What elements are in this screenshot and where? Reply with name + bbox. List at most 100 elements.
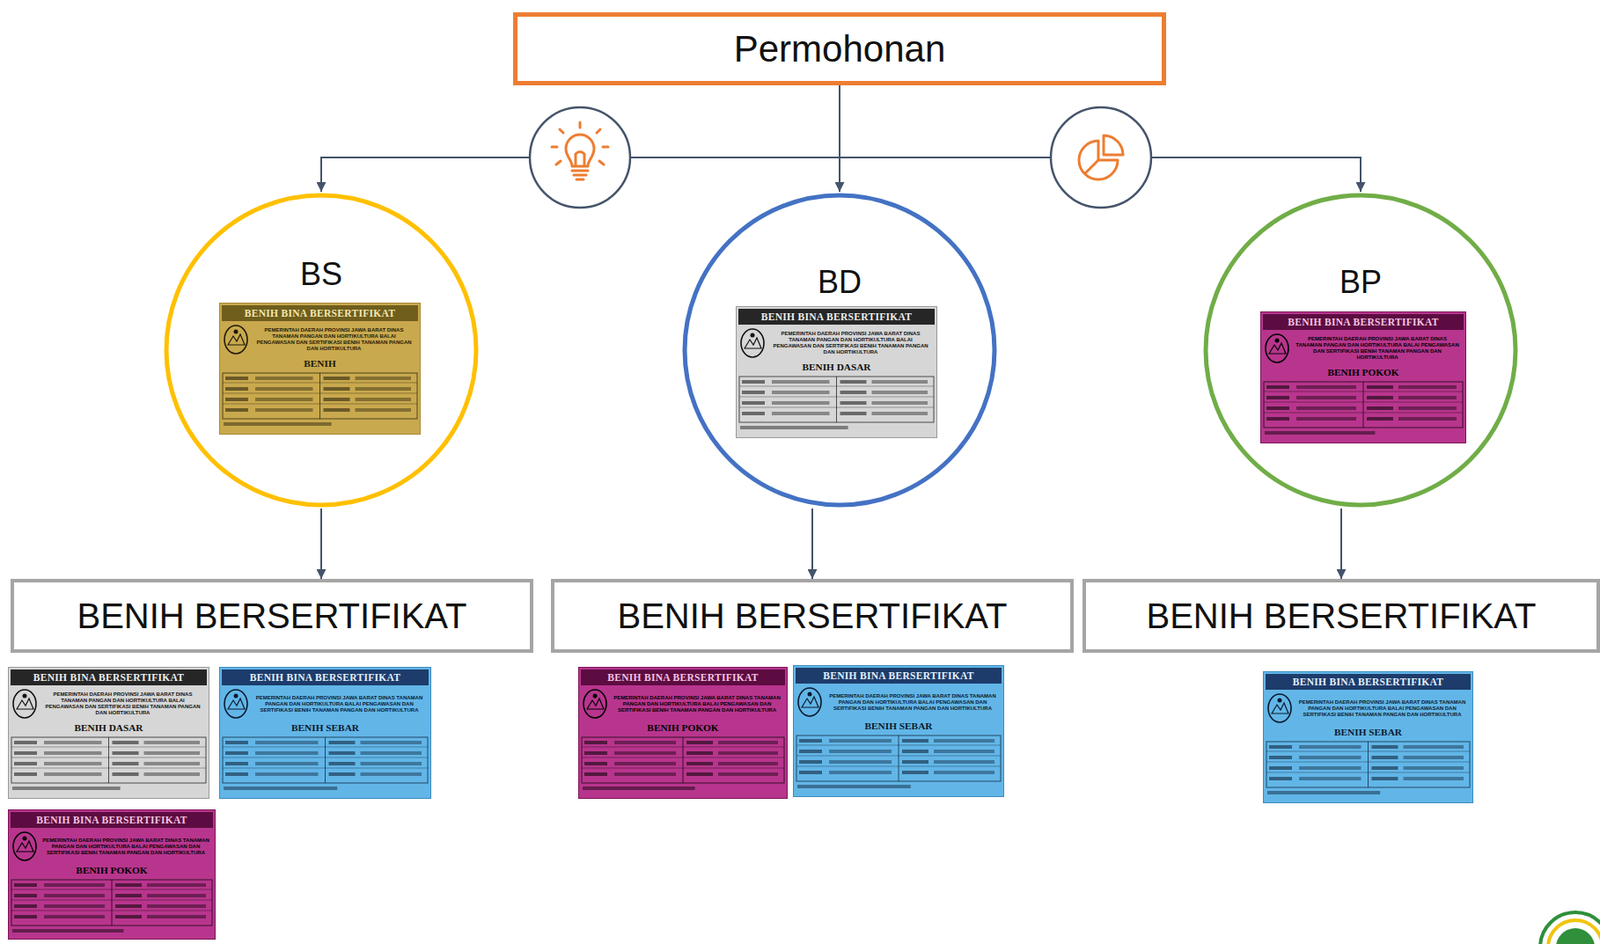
- label-form-table: [738, 375, 935, 433]
- seed-class-code: BP: [1202, 264, 1520, 301]
- label-form-table: [221, 736, 429, 793]
- agency-text: PEMERINTAH DAERAH PROVINSI JAWA BARAT DI…: [38, 837, 213, 857]
- seed-label: BENIH BINA BERSERTIFIKAT PEMERINTAH DAERA…: [578, 667, 788, 800]
- seed-class-circle: BENIH BINA BERSERTIFIKAT PEMERINTAH DAERA…: [162, 191, 480, 509]
- seed-class-text: BENIH: [221, 357, 419, 370]
- seed-class-circle: BENIH BINA BERSERTIFIKAT PEMERINTAH DAERA…: [681, 191, 999, 509]
- idea-icon: [529, 107, 631, 208]
- box-text: Permohonan: [733, 28, 947, 71]
- seed-label: BENIH BINA BERSERTIFIKAT PEMERINTAH DAERA…: [735, 306, 938, 439]
- label-header-row: PEMERINTAH DAERAH PROVINSI JAWA BARAT DI…: [1265, 692, 1471, 725]
- label-band: BENIH BINA BERSERTIFIKAT: [738, 308, 935, 325]
- seed-class-code: BS: [162, 256, 480, 294]
- agency-text: PEMERINTAH DAERAH PROVINSI JAWA BARAT DI…: [249, 695, 429, 714]
- label-header-row: PEMERINTAH DAERAH PROVINSI JAWA BARAT DI…: [738, 327, 935, 360]
- seed-class-circle: BENIH BINA BERSERTIFIKAT PEMERINTAH DAERA…: [1202, 191, 1520, 509]
- label-title: BENIH BINA BERSERTIFIKAT: [12, 813, 212, 828]
- label-band: BENIH BINA BERSERTIFIKAT: [1265, 674, 1471, 690]
- agency-text: PEMERINTAH DAERAH PROVINSI JAWA BARAT DI…: [609, 695, 786, 714]
- label-class-row: BENIH SEBAR: [795, 719, 1002, 733]
- agency-text: PEMERINTAH DAERAH PROVINSI JAWA BARAT DI…: [1291, 336, 1464, 361]
- flow-connector: [1340, 508, 1343, 580]
- label-title: BENIH BINA BERSERTIFIKAT: [797, 668, 1000, 683]
- label-form-table: [580, 736, 786, 793]
- label-header-row: PEMERINTAH DAERAH PROVINSI JAWA BARAT DI…: [10, 688, 207, 720]
- label-title: BENIH BINA BERSERTIFIKAT: [223, 670, 427, 685]
- request-box: Permohonan: [513, 12, 1167, 86]
- label-form-table: [1265, 741, 1471, 798]
- label-header-row: PEMERINTAH DAERAH PROVINSI JAWA BARAT DI…: [795, 686, 1002, 719]
- label-form-table: [10, 879, 213, 936]
- label-form-table: [1262, 381, 1464, 438]
- seed-class-text: BENIH POKOK: [580, 721, 786, 734]
- seed-class-text: BENIH DASAR: [10, 721, 207, 734]
- agency-text: PEMERINTAH DAERAH PROVINSI JAWA BARAT DI…: [38, 691, 207, 717]
- label-band: BENIH BINA BERSERTIFIKAT: [10, 669, 207, 686]
- agency-text: PEMERINTAH DAERAH PROVINSI JAWA BARAT DI…: [823, 693, 1002, 712]
- label-title: BENIH BINA BERSERTIFIKAT: [740, 309, 933, 324]
- seed-class-code: BD: [681, 264, 999, 301]
- label-form-table: [10, 736, 207, 793]
- agency-text: PEMERINTAH DAERAH PROVINSI JAWA BARAT DI…: [766, 330, 935, 356]
- seed-label: BENIH BINA BERSERTIFIKAT PEMERINTAH DAERA…: [7, 667, 210, 800]
- seed-class-text: BENIH POKOK: [1262, 366, 1464, 379]
- label-class-row: BENIH: [221, 357, 419, 370]
- pie-symbol: [1078, 135, 1123, 180]
- icon-ring: [1050, 107, 1152, 208]
- seed-label: BENIH BINA BERSERTIFIKAT PEMERINTAH DAERA…: [219, 302, 421, 435]
- label-header-row: PEMERINTAH DAERAH PROVINSI JAWA BARAT DI…: [1262, 332, 1464, 365]
- label-title: BENIH BINA BERSERTIFIKAT: [12, 670, 206, 685]
- agency-text: PEMERINTAH DAERAH PROVINSI JAWA BARAT DI…: [1293, 699, 1471, 719]
- province-emblem: [10, 830, 39, 863]
- seed-label: BENIH BINA BERSERTIFIKAT PEMERINTAH DAERA…: [219, 667, 432, 800]
- label-class-row: BENIH POKOK: [10, 864, 213, 877]
- circle-ring: [166, 195, 477, 506]
- label-band: BENIH BINA BERSERTIFIKAT: [221, 305, 419, 322]
- label-header-row: PEMERINTAH DAERAH PROVINSI JAWA BARAT DI…: [580, 688, 786, 720]
- certified-seed-box: BENIH BERSERTIFIKAT: [1082, 579, 1600, 654]
- lightbulb-symbol: [551, 122, 609, 180]
- box-text: BENIH BERSERTIFIKAT: [616, 596, 1007, 637]
- seed-class-text: BENIH SEBAR: [221, 721, 429, 734]
- circle-ring: [684, 195, 995, 506]
- label-header-row: PEMERINTAH DAERAH PROVINSI JAWA BARAT DI…: [10, 830, 213, 863]
- icon-ring: [529, 107, 631, 208]
- label-title: BENIH BINA BERSERTIFIKAT: [1267, 675, 1469, 690]
- label-band: BENIH BINA BERSERTIFIKAT: [221, 669, 429, 686]
- label-form-table: [221, 372, 419, 429]
- label-header-row: PEMERINTAH DAERAH PROVINSI JAWA BARAT DI…: [221, 323, 419, 356]
- seed-class-text: BENIH SEBAR: [795, 719, 1002, 733]
- seed-label: BENIH BINA BERSERTIFIKAT PEMERINTAH DAERA…: [7, 809, 216, 940]
- seed-label: BENIH BINA BERSERTIFIKAT PEMERINTAH DAERA…: [792, 665, 1005, 798]
- label-title: BENIH BINA BERSERTIFIKAT: [582, 670, 784, 685]
- label-title: BENIH BINA BERSERTIFIKAT: [223, 306, 417, 321]
- box-text: BENIH BERSERTIFIKAT: [76, 596, 467, 637]
- province-emblem: [221, 688, 250, 720]
- label-class-row: BENIH SEBAR: [1265, 726, 1471, 739]
- seed-label: BENIH BINA BERSERTIFIKAT PEMERINTAH DAERA…: [1262, 671, 1474, 804]
- seed-class-text: BENIH DASAR: [738, 360, 935, 374]
- flow-connector: [811, 508, 814, 580]
- seed-class-text: BENIH SEBAR: [1265, 726, 1471, 739]
- agency-text: PEMERINTAH DAERAH PROVINSI JAWA BARAT DI…: [249, 327, 419, 353]
- province-emblem: [1265, 692, 1294, 725]
- box-text: BENIH BERSERTIFIKAT: [1145, 596, 1536, 637]
- label-band: BENIH BINA BERSERTIFIKAT: [795, 667, 1002, 684]
- flow-connector: [320, 508, 323, 580]
- label-band: BENIH BINA BERSERTIFIKAT: [1262, 314, 1464, 331]
- label-class-row: BENIH SEBAR: [221, 721, 429, 734]
- certified-seed-box: BENIH BERSERTIFIKAT: [550, 579, 1074, 654]
- chart-icon: [1050, 107, 1152, 208]
- label-band: BENIH BINA BERSERTIFIKAT: [10, 812, 213, 829]
- label-class-row: BENIH POKOK: [580, 721, 786, 734]
- province-emblem: [1262, 332, 1292, 365]
- province-emblem: [221, 323, 250, 356]
- seed-class-text: BENIH POKOK: [10, 864, 213, 877]
- province-emblem: [580, 688, 610, 720]
- label-form-table: [795, 734, 1002, 792]
- circle-ring: [1205, 195, 1516, 506]
- label-class-row: BENIH POKOK: [1262, 366, 1464, 379]
- label-class-row: BENIH DASAR: [10, 721, 207, 734]
- label-band: BENIH BINA BERSERTIFIKAT: [580, 669, 786, 686]
